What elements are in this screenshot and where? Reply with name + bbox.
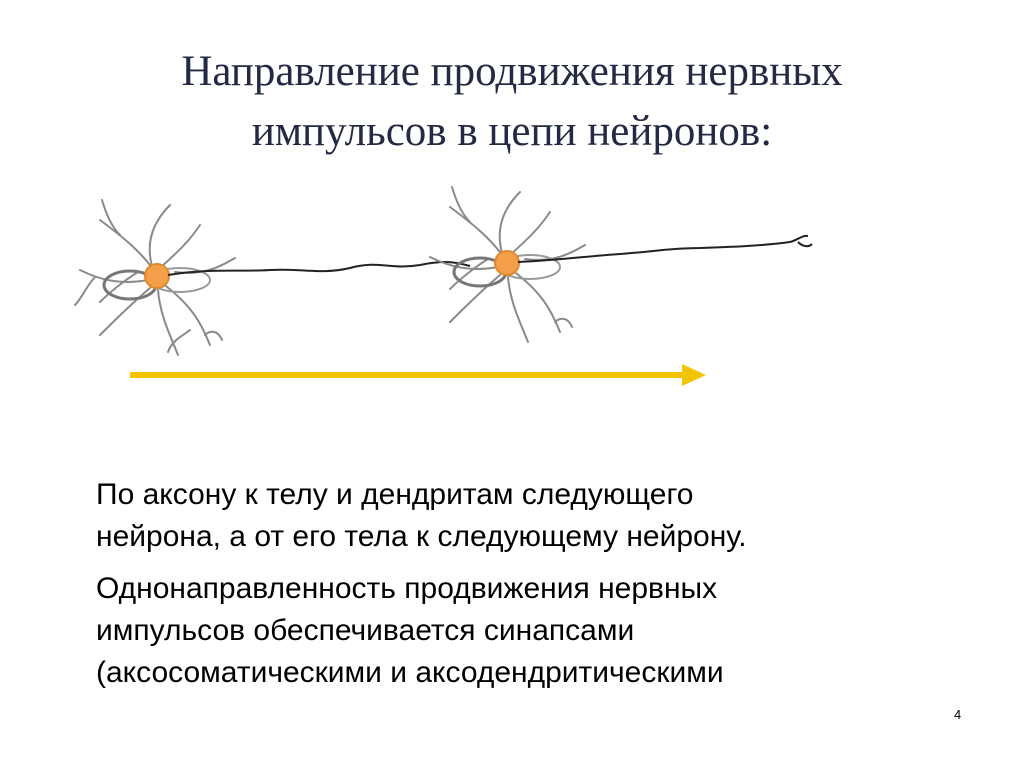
direction-arrow <box>130 364 706 386</box>
paragraph-1-line-1: По аксону к телу и дендритам следующего <box>96 478 694 511</box>
paragraph-2-line-3: (аксосоматическими и аксодендритическими <box>96 656 724 689</box>
axon-2 <box>517 234 813 263</box>
neuron-chain-illustration <box>74 186 813 386</box>
paragraph-1-line-2: нейрона, а от его тела к следующему нейр… <box>96 520 747 553</box>
paragraph-1: По аксону к телу и дендритам следующего … <box>96 474 976 558</box>
paragraph-2: Однонаправленность продвижения нервных и… <box>96 568 976 694</box>
neuron-1 <box>74 199 236 356</box>
title-line-2: импульсов в цепи нейронов: <box>251 108 773 155</box>
body-text: По аксону к телу и дендритам следующего … <box>96 474 976 694</box>
paragraph-2-line-2: импульсов обеспечивается синапсами <box>96 614 635 647</box>
page-number: 4 <box>954 707 962 722</box>
title-line-1: Направление продвижения нервных <box>181 48 843 95</box>
paragraph-2-line-1: Однонаправленность продвижения нервных <box>96 572 718 605</box>
axon-1 <box>167 261 471 276</box>
slide-title: Направление продвижения нервных импульсо… <box>60 42 964 162</box>
neuron-2 <box>429 186 586 343</box>
